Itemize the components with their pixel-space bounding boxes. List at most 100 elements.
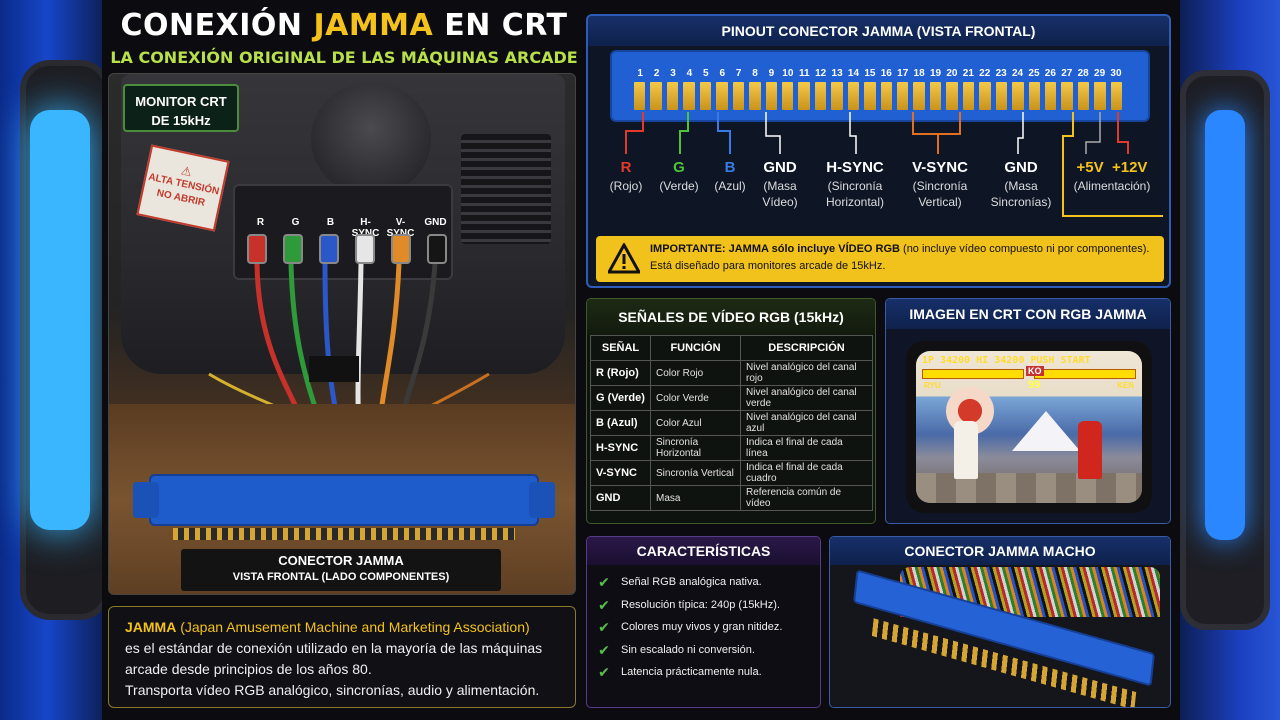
cell-description: Nivel analógico del canal verde <box>740 385 873 411</box>
title-part1: CONEXIÓN <box>120 8 314 43</box>
rca-plug-hsync <box>355 234 375 264</box>
page-title: CONEXIÓN JAMMA EN CRT <box>110 8 578 43</box>
pin-leader-lines <box>625 112 1163 217</box>
rca-label-gnd: GND <box>424 217 447 228</box>
signal-gnd-sync-desc2: Sincronías) <box>990 195 1052 209</box>
pin-number: 11 <box>798 68 810 79</box>
jamma-description: JAMMA (Japan Amusement Machine and Marke… <box>108 606 576 708</box>
signal-g-name: G <box>673 159 685 176</box>
cell-signal: GND <box>590 485 651 511</box>
signal-power-desc: (Alimentación) <box>1073 179 1151 193</box>
mount-fuji <box>1012 411 1080 451</box>
pin-contact <box>962 82 975 110</box>
check-icon: ✔ <box>598 664 610 680</box>
game-hud-score: 1P 34200 HI 34200 PUSH START <box>922 355 1091 366</box>
pin-number: 22 <box>979 68 991 79</box>
pin-contact <box>1012 82 1024 110</box>
signal-vsync-name: V-SYNC <box>912 159 968 176</box>
table-header-row: SEÑAL FUNCIÓN DESCRIPCIÓN <box>590 335 873 361</box>
monitor-label-line1: MONITOR CRT <box>135 94 227 109</box>
pin-number: 19 <box>929 68 942 79</box>
player2-name: KEN <box>1117 381 1134 390</box>
col-signal: SEÑAL <box>590 335 651 361</box>
features-panel: CARACTERÍSTICAS ✔Señal RGB analógica nat… <box>586 536 821 708</box>
title-highlight: JAMMA <box>313 8 434 43</box>
pin-contact <box>913 82 925 110</box>
feature-text: Latencia prácticamente nula. <box>621 666 762 678</box>
ko-badge: KO <box>1026 366 1044 376</box>
signal-gnd-video-name: GND <box>763 159 797 176</box>
rca-plug-red <box>247 234 267 264</box>
crt-glow-right <box>1205 110 1245 540</box>
pin-number: 24 <box>1011 68 1024 79</box>
cell-description: Indica el final de cada línea <box>740 435 873 461</box>
pin-contact <box>831 82 843 110</box>
check-icon: ✔ <box>598 619 610 635</box>
cell-function: Color Rojo <box>650 360 741 386</box>
cell-description: Nivel analógico del canal azul <box>740 410 873 436</box>
monitor-label-line2: DE 15kHz <box>151 113 211 128</box>
warning-rest: (no incluye vídeo compuesto ni por compo… <box>899 243 1150 255</box>
cell-description: Referencia común de vídeo <box>740 485 873 511</box>
list-item: ✔ Latencia prácticamente nula. <box>595 661 820 684</box>
cell-signal: R (Rojo) <box>590 360 651 386</box>
pin-number: 10 <box>782 68 794 79</box>
cell-function: Color Verde <box>650 385 741 411</box>
pin-number: 13 <box>831 68 843 79</box>
pin-contact <box>732 82 745 110</box>
rca-plug-green <box>283 234 303 264</box>
pin-contact <box>1028 82 1040 110</box>
list-item: ✔ Resolución típica: 240p (15kHz). <box>595 594 820 617</box>
check-icon: ✔ <box>598 574 610 590</box>
pin-number: 5 <box>703 68 709 79</box>
pin-contact <box>946 82 958 110</box>
feature-text: Colores muy vivos y gran nitidez. <box>621 621 783 633</box>
pin-contact <box>765 82 777 110</box>
warning-line2: Está diseñado para monitores arcade de 1… <box>650 260 886 272</box>
pin-contact <box>634 82 646 110</box>
rca-label-g: G <box>291 217 300 228</box>
pin-contact <box>1077 82 1090 110</box>
rca-plug-vsync <box>391 234 411 264</box>
connector-ear-right <box>529 482 555 518</box>
pin-contact <box>897 82 909 110</box>
stage-floor <box>916 473 1142 503</box>
male-connector-heading: CONECTOR JAMMA MACHO <box>830 537 1170 565</box>
pin-contact <box>699 82 712 110</box>
pin-contact <box>880 82 892 110</box>
desc-keyword: JAMMA <box>125 619 177 635</box>
crt-neck <box>311 84 431 194</box>
pin-contact <box>1094 82 1106 110</box>
pinout-heading: PINOUT CONECTOR JAMMA (VISTA FRONTAL) <box>588 16 1169 46</box>
signal-hsync-desc2: Horizontal) <box>825 195 885 209</box>
jamma-caption-subtitle: VISTA FRONTAL (LADO COMPONENTES) <box>232 571 450 583</box>
pin-contact <box>979 82 991 110</box>
check-icon: ✔ <box>598 596 610 613</box>
pin-contact <box>1044 82 1057 110</box>
pin-contact <box>666 82 679 110</box>
pin-contact <box>749 82 761 110</box>
signal-power-name: +5V +12V <box>1076 159 1148 176</box>
round-timer: 99 <box>1028 379 1041 391</box>
pin-number: 6 <box>719 68 726 79</box>
pin-number: 7 <box>735 68 742 79</box>
cell-signal: G (Verde) <box>590 385 651 411</box>
cell-function: Masa <box>650 485 741 511</box>
page-subtitle: LA CONEXIÓN ORIGINAL DE LAS MÁQUINAS ARC… <box>110 48 578 67</box>
background-left-crt <box>0 0 110 720</box>
feature-text: Resolución típica: 240p (15kHz). <box>621 598 780 611</box>
crt-back-photo: MONITOR CRT DE 15kHz ⚠ ALTA TENSIÓN NO A… <box>108 73 576 595</box>
rca-labels: R G B H-SYNC V-SYNC GND <box>243 217 453 239</box>
connector-ear-left <box>133 482 159 518</box>
signal-gnd-video-desc1: (Masa <box>763 179 797 193</box>
pin-contact <box>716 82 728 110</box>
health-bar-p2 <box>1034 369 1136 379</box>
pin-number: 1 <box>637 68 643 79</box>
pin-number: 2 <box>653 68 660 79</box>
pin-number: 29 <box>1094 68 1106 79</box>
important-warning: IMPORTANTE: JAMMA sólo incluye VÍDEO RGB… <box>596 236 1164 282</box>
pin-number: 23 <box>995 68 1007 79</box>
